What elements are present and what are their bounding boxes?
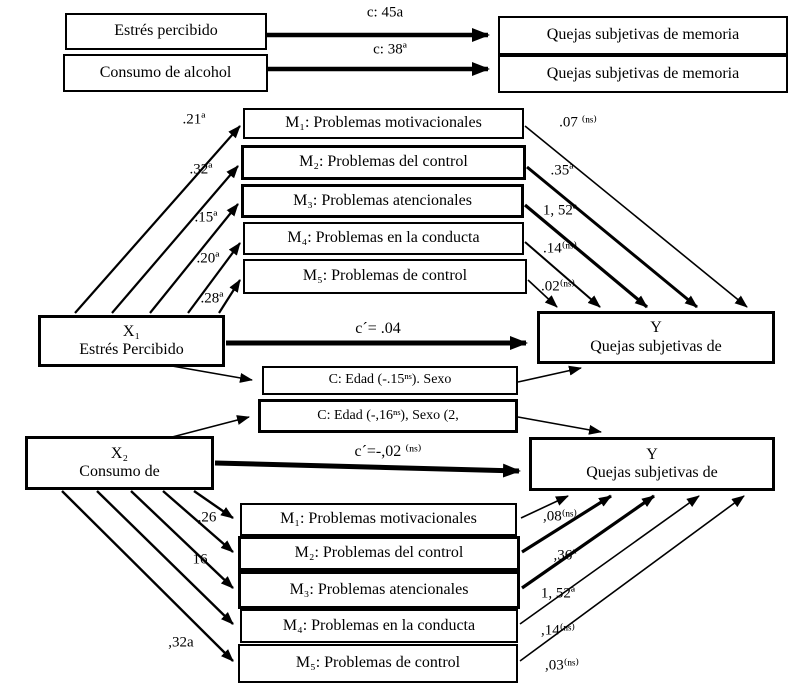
- arrow-m4-y2: [519, 495, 700, 625]
- y2-box: Y Quejas subjetivas de: [529, 437, 775, 491]
- arrow-m4-y1: [524, 241, 601, 308]
- m2-covariates-box: C: Edad (-,16ⁿˢ), Sexo (2,: [258, 399, 518, 433]
- m1-a-label-5: .28ª: [200, 290, 224, 307]
- m2-b-label-4: ,14⁽ⁿˢ⁾: [540, 622, 576, 639]
- arrow-x1-m4: [187, 242, 241, 314]
- m2-direct-effect-label: c´=-,02 ⁽ⁿˢ⁾: [354, 443, 422, 460]
- arrow-x2-m3: [130, 490, 234, 589]
- arrow-m1-y2: [520, 495, 569, 519]
- arrow-x1-m2: [111, 165, 239, 314]
- estres-percibido-box: Estrés percibido: [65, 13, 267, 50]
- m2-mediator-box-2: M₂: Problemas del control: [238, 536, 520, 571]
- path-label-c-45: c: 45a: [366, 4, 404, 21]
- x2-symbol: X₂: [110, 444, 129, 462]
- m1-mediator-box-1: M₁: Problemas motivacionales: [243, 108, 524, 139]
- m2-mediator-box-1: M₁: Problemas motivacionales: [240, 503, 517, 536]
- consumo-alcohol-box: Consumo de alcohol: [63, 54, 268, 92]
- x1-box: X₁ Estrés Percibido: [38, 315, 225, 367]
- arrow-x1-m5: [218, 279, 241, 314]
- m1-mediator-box-5: M₅: Problemas de control: [243, 259, 527, 294]
- arrow-m3-y1: [523, 203, 649, 309]
- arrow-x1-m3: [149, 203, 239, 314]
- m1-a-label-1: .21ª: [182, 111, 206, 128]
- m1-mediator-box-4: M₄: Problemas en la conducta: [243, 222, 524, 255]
- m2-b-label-3: 1, 52ª: [540, 585, 576, 602]
- arrow-x2-m4: [96, 490, 234, 625]
- arrow-m2-y1: [526, 165, 698, 309]
- arrow-m5-y1: [527, 279, 558, 308]
- x1-label: Estrés Percibido: [79, 341, 184, 358]
- m1-mediator-box-3: M₃: Problemas atencionales: [241, 184, 524, 218]
- arrow-x1-c1: [171, 365, 253, 383]
- arrow-m2-y2: [521, 494, 612, 554]
- m1-b-label-5: .02⁽ⁿˢ⁾: [540, 278, 576, 295]
- m1-a-label-2: .32ª: [189, 161, 213, 178]
- m1-b-label-2: .35ª: [550, 162, 574, 179]
- path-label-c-38: c: 38ª: [373, 41, 407, 58]
- arrow-x2-m5: [61, 490, 234, 662]
- m1-b-label-4: .14⁽ⁿˢ⁾: [542, 240, 578, 257]
- arrow-x2-m2: [162, 490, 234, 553]
- m2-mediator-box-3: M₃: Problemas atencionales: [238, 571, 520, 609]
- y1-label: Quejas subjetivas de: [590, 337, 722, 355]
- arrow-m3-y2: [521, 494, 655, 590]
- m1-b-label-1: .07 ⁽ⁿˢ⁾: [559, 114, 597, 131]
- quejas-memoria-box-2: Quejas subjetivas de memoria: [498, 55, 788, 93]
- m1-a-label-4: .20ª: [196, 250, 220, 267]
- m2-mediator-box-4: M₄: Problemas en la conducta: [240, 609, 518, 643]
- y1-symbol: Y: [650, 319, 662, 337]
- m1-a-label-3: .15ª: [194, 209, 218, 226]
- m2-a-label-2: 16: [192, 551, 208, 568]
- m2-b-label-2: ,36ª: [553, 547, 577, 564]
- m2-a-label-3: ,32a: [168, 634, 194, 651]
- arrow-m1-y1: [524, 125, 748, 308]
- arrow-m5-y2: [519, 495, 745, 662]
- y2-label: Quejas subjetivas de: [586, 464, 718, 481]
- arrow-x2-m1: [193, 490, 234, 519]
- x1-symbol: X₁: [122, 322, 141, 340]
- m2-mediator-box-5: M₅: Problemas de control: [238, 644, 518, 683]
- m1-direct-effect-label: c´= .04: [355, 320, 401, 337]
- m1-b-label-3: 1, 52ª: [542, 202, 578, 219]
- y1-box: Y Quejas subjetivas de: [537, 311, 775, 364]
- m2-b-label-1: ,08⁽ⁿˢ⁾: [542, 508, 578, 525]
- arrow-c2-y2: [517, 416, 602, 435]
- x2-box: X₂ Consumo de: [25, 436, 214, 490]
- m1-mediator-box-2: M₂: Problemas del control: [241, 145, 526, 180]
- quejas-memoria-box-1: Quejas subjetivas de memoria: [498, 16, 788, 55]
- m2-b-label-5: ,03⁽ⁿˢ⁾: [544, 657, 580, 674]
- x2-label: Consumo de: [79, 463, 160, 480]
- m2-a-label-1: ,26: [197, 509, 217, 526]
- arrow-x1-m1: [74, 125, 241, 314]
- y2-symbol: Y: [646, 445, 658, 463]
- m1-covariates-box: C: Edad (-.15ⁿˢ). Sexo: [262, 366, 518, 395]
- arrow-c1-y1: [517, 365, 582, 383]
- arrow-x2-y2-direct: [214, 460, 521, 478]
